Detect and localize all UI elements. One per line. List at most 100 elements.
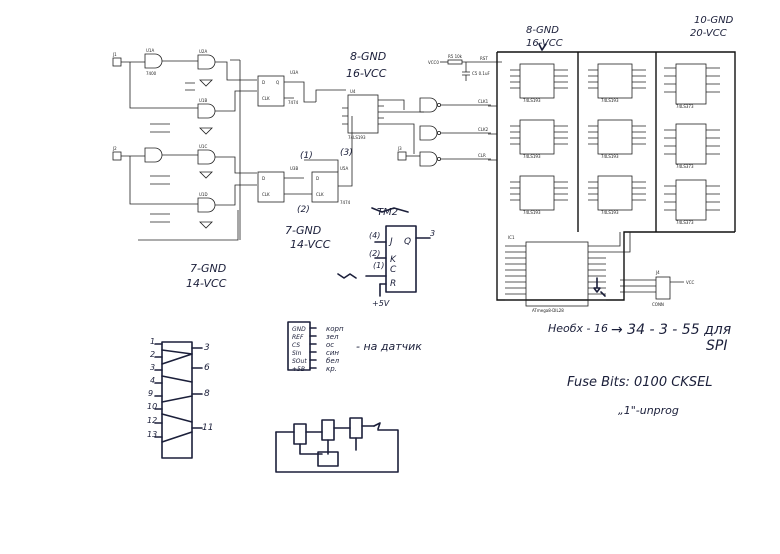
svg-text:16-VCC: 16-VCC [346,67,387,80]
left-logic-block: J1 J2 U1A 7400 U2A U1B U1C [112,48,353,241]
svg-text:7-GND: 7-GND [285,224,321,237]
svg-text:J2: J2 [112,146,117,151]
svg-text:SOut: SOut [292,358,307,365]
svg-text:(1): (1) [300,151,313,161]
svg-text:J3: J3 [397,146,402,151]
svg-text:(3): (3) [340,148,353,158]
svg-text:U1C: U1C [199,144,207,149]
svg-text:J1: J1 [112,52,117,57]
svg-text:U3A: U3A [290,70,298,75]
svg-text:SPI: SPI [706,338,727,354]
svg-text:16-VCC: 16-VCC [526,38,563,49]
counter-row-2 [519,119,707,165]
power-note-right: 10-GND 20-VCC [690,15,734,39]
svg-text:7400: 7400 [146,71,157,76]
svg-text:ос: ос [326,341,334,349]
svg-text:8: 8 [204,389,210,399]
svg-text:74LS193: 74LS193 [601,154,619,159]
svg-text:ATmega8-DIL28: ATmega8-DIL28 [532,308,564,313]
svg-text:(2): (2) [369,249,380,258]
gate-row-1: U1A 7400 U2A [121,48,257,91]
svg-text:ТМ2: ТМ2 [377,207,398,218]
power-note-ff: (1) (3) (2) 7-GND 14-VCC [285,148,353,251]
flipflop-u3b: D CLK U3B [257,166,304,203]
fuse-note: Fuse Bits: 0100 CKSEL „1"-unprog [567,375,713,417]
svg-text:CLK1: CLK1 [478,99,489,104]
register-sketch [275,417,399,473]
svg-text:бел: бел [326,357,340,365]
svg-text:CONN: CONN [652,302,664,307]
svg-text:74LS373: 74LS373 [676,164,694,169]
svg-text:CLK: CLK [316,192,324,197]
svg-text:11: 11 [202,423,213,433]
svg-text:1: 1 [150,337,155,346]
svg-text:K: K [390,255,397,265]
reset-network: VCC0 R5 10k C5 0.1uF RST [428,54,502,81]
svg-text:U1D: U1D [199,192,208,197]
svg-text:14-VCC: 14-VCC [186,277,227,290]
svg-text:CS: CS [292,342,300,349]
isp-connector: J4 CONN VCC [620,270,695,307]
svg-text:Fuse Bits: 0100 CKSEL: Fuse Bits: 0100 CKSEL [567,375,713,390]
svg-text:REF: REF [292,334,304,341]
svg-text:CLR: CLR [478,153,486,158]
handdrawn-flipflop: ТМ2 J Q K C R (4) (2) (1) 3 +5V [337,207,435,308]
svg-text:CLK2: CLK2 [478,127,489,132]
counter-row-3 [519,175,707,221]
svg-text:8-GND: 8-GND [526,25,559,36]
svg-text:C: C [390,265,397,275]
svg-text:„1"-unprog: „1"-unprog [618,404,679,417]
svg-text:4: 4 [150,376,155,385]
svg-text:D: D [262,80,265,85]
svg-text:(4): (4) [369,231,380,240]
svg-text:74LS373: 74LS373 [676,104,694,109]
svg-text:GND: GND [292,326,306,333]
svg-text:6: 6 [204,363,210,373]
svg-text:U1A: U1A [146,48,154,53]
svg-text:74LS193: 74LS193 [523,98,541,103]
svg-text:Q: Q [276,80,279,85]
svg-text:D: D [262,176,265,181]
svg-text:C5 0.1uF: C5 0.1uF [472,71,491,76]
flipflop-u5: D CLK U5A 7474 [296,116,353,205]
svg-text:D: D [316,176,319,181]
svg-text:(2): (2) [297,205,310,215]
svg-text:74LS193: 74LS193 [601,210,619,215]
svg-text:3: 3 [150,363,155,372]
svg-text:74LS193: 74LS193 [523,154,541,159]
svg-text:Q: Q [404,237,411,247]
svg-text:2: 2 [150,350,155,359]
clock-gates: CLK1 CLK2 CLR J3 [397,97,491,167]
svg-text:R5 10k: R5 10k [448,54,463,59]
svg-text:9: 9 [148,389,153,398]
svg-text:12: 12 [147,416,157,425]
counter-chip: U4 74LS193 [342,89,424,154]
microcontroller: IC1 ATmega8-DIL28 [505,232,631,313]
svg-text:10: 10 [147,402,157,411]
counter-grid: 74LS193 74LS193 74LS193 74LS193 74LS193 … [488,51,736,301]
svg-text:74LS373: 74LS373 [676,220,694,225]
svg-text:CLK: CLK [262,192,270,197]
gate-row-3: U1C [121,144,257,185]
svg-text:7474: 7474 [288,100,299,105]
svg-text:14-VCC: 14-VCC [290,238,331,251]
power-note-counter: 8-GND 16-VCC [346,50,387,80]
svg-text:U2A: U2A [199,49,207,54]
svg-text:VCC0: VCC0 [428,60,439,65]
svg-text:U1B: U1B [199,98,207,103]
svg-text:3: 3 [204,343,210,353]
svg-text:13: 13 [147,430,157,439]
svg-text:IC1: IC1 [508,235,515,240]
svg-text:J: J [388,237,393,247]
svg-text:J4: J4 [655,270,660,275]
svg-text:+5B: +5B [292,366,305,373]
svg-text:корп: корп [326,325,344,333]
svg-text:син: син [326,349,339,357]
gate-row-2: U1B [150,90,257,135]
svg-text:U4: U4 [350,89,356,94]
svg-text:74LS193: 74LS193 [348,135,366,140]
svg-text:(1): (1) [373,261,384,270]
svg-text:8-GND: 8-GND [350,50,386,63]
svg-text:RST: RST [480,56,488,61]
